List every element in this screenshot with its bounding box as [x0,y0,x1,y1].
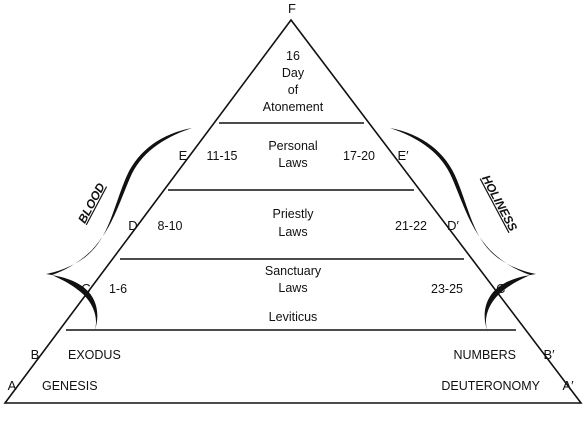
level-b-left-letter: B [31,347,40,362]
pyramid-outline [3,18,583,404]
level-e-right-letter: E′ [397,148,409,163]
level-b-right-letter: B′ [543,347,555,362]
level-c-center-3: Leviticus [269,310,318,324]
level-a-right-book: DEUTERONOMY [441,379,540,393]
level-b-right-book: NUMBERS [453,348,516,362]
level-a-left-book: GENESIS [42,379,98,393]
level-d-center-2: Laws [278,225,307,239]
level-d-left-letter: D [128,218,137,233]
level-c-center-1: Sanctuary [265,264,322,278]
level-d-left-range: 8-10 [157,219,182,233]
apex-label: F [288,1,296,16]
level-a-left-letter: A [8,378,17,393]
level-e-left-letter: E [179,148,188,163]
level-e-left-range: 11-15 [206,149,237,163]
level-b-left-book: EXODUS [68,348,121,362]
level-e-center-2: Laws [278,156,307,170]
level-c-left-letter: C [81,281,90,296]
top-line-4: Atonement [263,100,324,114]
level-d-right-letter: D′ [447,218,459,233]
top-line-1: 16 [286,49,300,63]
level-c-left-range: 1-6 [109,282,127,296]
top-line-2: Day [282,66,305,80]
level-d-right-range: 21-22 [395,219,427,233]
level-a-right-letter: A′ [562,378,574,393]
top-line-3: of [288,83,299,97]
level-e-center-1: Personal [268,139,317,153]
level-d-center-1: Priestly [273,207,315,221]
level-c-center-2: Laws [278,281,307,295]
holiness-label: HOLINESS [479,173,520,234]
level-e-right-range: 17-20 [343,149,375,163]
blood-label: BLOOD [75,180,108,225]
level-c-right-range: 23-25 [431,282,463,296]
